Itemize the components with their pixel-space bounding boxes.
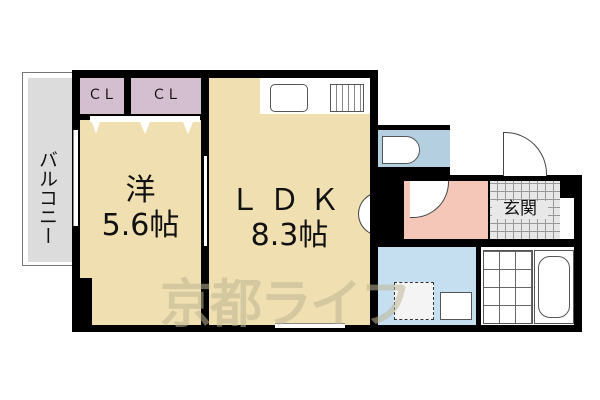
sink-icon bbox=[270, 84, 308, 112]
closet-1-label: ＣＬ bbox=[88, 87, 116, 103]
ldk-size: 8.3帖 bbox=[250, 218, 329, 253]
ldk bbox=[209, 78, 370, 325]
washing-machine-pan bbox=[394, 282, 434, 320]
closet-2-label: ＣＬ bbox=[152, 87, 180, 103]
closet-1 bbox=[80, 78, 124, 114]
watermark: 京都ライフ bbox=[160, 275, 412, 335]
balcony-floor bbox=[28, 78, 72, 262]
western-room-size: 5.6帖 bbox=[101, 208, 180, 243]
bathtub-basin bbox=[538, 256, 570, 318]
western-room-corner bbox=[80, 278, 92, 325]
closet-door-marker bbox=[183, 122, 193, 134]
balcony-label: バルコニー bbox=[36, 150, 58, 245]
shoe-cabinet bbox=[560, 198, 574, 239]
western-room-type: 洋 bbox=[125, 173, 156, 208]
closet-2 bbox=[131, 78, 201, 114]
window-west bbox=[73, 130, 78, 226]
bath-floor-grid bbox=[483, 250, 533, 324]
ldk-door-opening bbox=[204, 156, 207, 246]
toilet-icon bbox=[382, 136, 420, 164]
entrance-label: 玄関 bbox=[492, 200, 548, 219]
western-room bbox=[80, 120, 201, 325]
closet-door-marker bbox=[92, 122, 100, 134]
closet-door-marker bbox=[140, 122, 150, 134]
closet-doors bbox=[90, 116, 200, 122]
bathtub-icon bbox=[534, 250, 574, 324]
window-south bbox=[275, 323, 345, 328]
ldk-type: ＬＤＫ bbox=[229, 183, 350, 218]
washbasin-icon bbox=[440, 292, 472, 320]
stove-icon bbox=[330, 84, 364, 112]
